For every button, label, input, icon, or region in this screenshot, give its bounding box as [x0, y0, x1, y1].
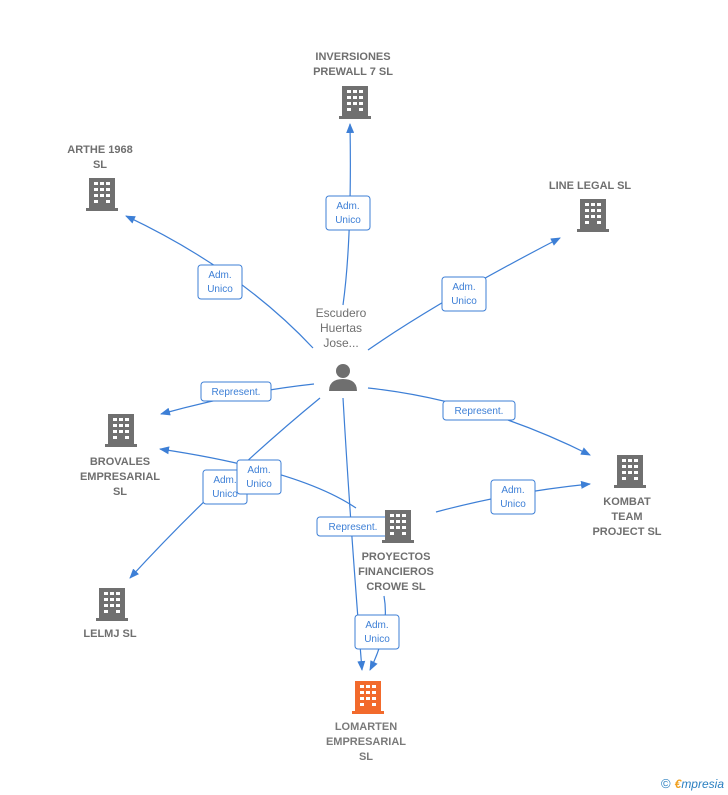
- edge-label-proyectos-kombat[interactable]: Adm. Unico: [490, 479, 536, 515]
- company-node-arthe[interactable]: ARTHE 1968 SL: [67, 144, 133, 211]
- brand-logo-initial: €: [674, 777, 682, 791]
- edge-label-text: Represent.: [455, 406, 504, 417]
- company-node-inversiones[interactable]: INVERSIONES PREWALL 7 SL: [313, 51, 393, 119]
- footer-brand: ©€mpresia: [661, 776, 724, 791]
- edge-label-text: Adm.: [336, 201, 359, 212]
- edge-label-text: Adm.: [213, 475, 236, 486]
- edge-label-text: Adm.: [365, 620, 388, 631]
- edge-label-lomarten[interactable]: Represent.: [316, 516, 390, 537]
- building-icon: [352, 681, 384, 714]
- edge-label-text: Represent.: [212, 387, 261, 398]
- company-name-line: LOMARTEN: [335, 721, 397, 733]
- edge-label-text: Unico: [364, 634, 390, 645]
- edge-label-inversiones[interactable]: Adm. Unico: [325, 195, 371, 231]
- building-icon: [96, 588, 128, 621]
- edge-label-text: Unico: [335, 215, 361, 226]
- company-node-linelegal[interactable]: LINE LEGAL SL: [549, 180, 632, 232]
- company-name-line: PREWALL 7 SL: [313, 66, 393, 78]
- company-name-line: LINE LEGAL SL: [549, 180, 632, 192]
- person-name-line: Escudero: [316, 306, 367, 320]
- edge-label-text: Unico: [207, 284, 233, 295]
- brand-logo-text: mpresia: [681, 777, 724, 791]
- company-name-line: BROVALES: [90, 456, 150, 468]
- company-name-line: SL: [359, 751, 373, 763]
- edge-label-text: Unico: [212, 489, 238, 500]
- company-name-line: CROWE SL: [366, 581, 426, 593]
- edge-label-arthe[interactable]: Adm. Unico: [197, 264, 243, 300]
- edge-label-text: Adm.: [501, 485, 524, 496]
- edge-label-text: Unico: [500, 499, 526, 510]
- company-name-line: LELMJ SL: [83, 628, 136, 640]
- edge-labels: Adm. Unico Adm. Unico Adm. Unico Represe…: [197, 195, 536, 650]
- edge-label-text: Adm.: [208, 270, 231, 281]
- building-icon: [339, 86, 371, 119]
- company-name-line: SL: [113, 486, 127, 498]
- company-node-lomarten[interactable]: LOMARTEN EMPRESARIAL SL: [326, 681, 406, 763]
- edge-label-linelegal[interactable]: Adm. Unico: [441, 276, 487, 312]
- edge-label-proyectos-lomarten[interactable]: Adm. Unico: [354, 614, 400, 650]
- edge-label-brovales[interactable]: Represent.: [200, 381, 272, 402]
- company-name-line: ARTHE 1968: [67, 144, 132, 156]
- company-name-line: KOMBAT: [603, 496, 651, 508]
- edge-label-lelmj[interactable]: Adm. Unico: [202, 469, 248, 505]
- person-name-line: Jose...: [323, 336, 358, 350]
- company-name-line: SL: [93, 159, 107, 171]
- edge-label-text: Represent.: [329, 522, 378, 533]
- building-icon: [614, 455, 646, 488]
- person-name-line: Huertas: [320, 321, 362, 335]
- company-node-lelmj[interactable]: LELMJ SL: [83, 588, 137, 640]
- edge-line-kombat: [367, 387, 591, 456]
- edge-label-text: Unico: [246, 479, 272, 490]
- building-icon: [382, 510, 414, 543]
- company-name-line: PROJECT SL: [592, 526, 661, 538]
- company-node-kombat[interactable]: KOMBAT TEAM PROJECT SL: [592, 455, 662, 538]
- company-name-line: PROYECTOS: [362, 551, 431, 563]
- company-node-brovales[interactable]: BROVALES EMPRESARIAL SL: [80, 414, 160, 498]
- edge-label-kombat[interactable]: Represent.: [442, 400, 516, 421]
- edge-label-text: Unico: [451, 296, 477, 307]
- company-name-line: FINANCIEROS: [358, 566, 434, 578]
- copyright-icon: ©: [661, 776, 671, 791]
- building-icon: [105, 414, 137, 447]
- company-node-proyectos[interactable]: PROYECTOS FINANCIEROS CROWE SL: [358, 510, 434, 593]
- building-icon: [86, 178, 118, 211]
- company-name-line: EMPRESARIAL: [326, 736, 406, 748]
- building-icon: [577, 199, 609, 232]
- company-name-line: TEAM: [611, 511, 642, 523]
- company-name-line: INVERSIONES: [315, 51, 390, 63]
- edge-label-text: Adm.: [452, 282, 475, 293]
- edge-label-text: Adm.: [247, 465, 270, 476]
- edge-label-proyectos[interactable]: Adm. Unico: [236, 459, 282, 495]
- person-node[interactable]: Escudero Huertas Jose...: [316, 306, 367, 391]
- company-name-line: EMPRESARIAL: [80, 471, 160, 483]
- person-icon: [329, 364, 357, 391]
